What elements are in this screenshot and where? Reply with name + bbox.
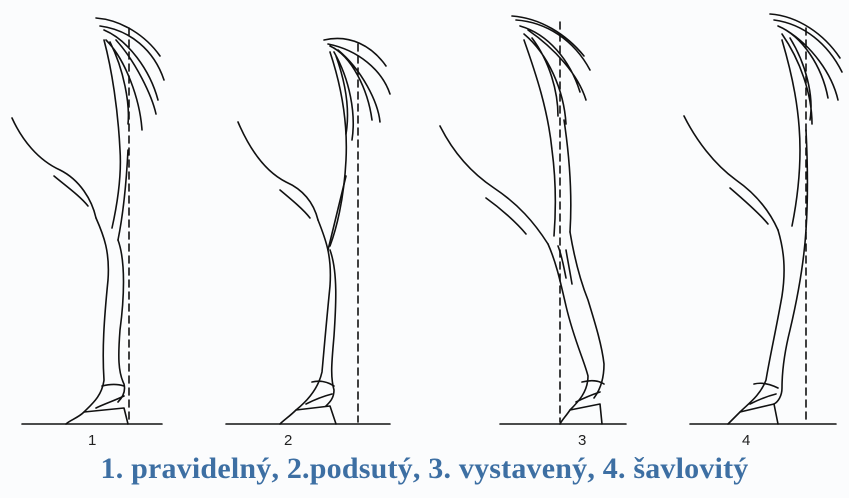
leg-4-savlovity <box>684 14 842 424</box>
figure-number-3: 3 <box>578 432 586 449</box>
figure-number-1: 1 <box>88 432 96 449</box>
caption: 1. pravidelný, 2.podsutý, 3. vystavený, … <box>0 452 849 486</box>
leg-3-vystaveny <box>440 16 626 424</box>
figure-number-2: 2 <box>284 432 292 449</box>
figure-number-4: 4 <box>742 432 750 449</box>
leg-2-podsuty <box>226 38 390 424</box>
leg-1-regular <box>12 18 164 424</box>
